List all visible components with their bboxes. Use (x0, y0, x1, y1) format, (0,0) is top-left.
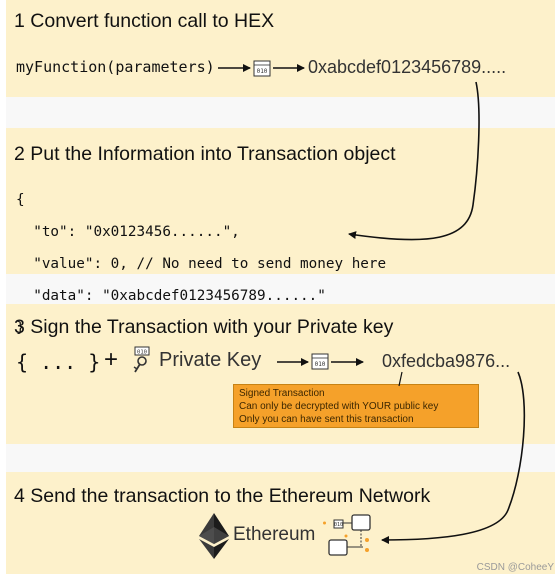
ethereum-logo-icon (199, 513, 229, 559)
note-line: Signed Transaction (239, 388, 325, 399)
code-line: "value": 0, // No need to send money her… (16, 256, 387, 272)
code-line: } (16, 320, 25, 336)
svg-text:010: 010 (334, 522, 343, 528)
divider (6, 274, 555, 304)
ethereum-label: Ethereum (233, 524, 316, 545)
code-line: { (16, 192, 25, 208)
step-4-panel (6, 472, 555, 574)
divider (6, 97, 555, 128)
step-1-panel (6, 0, 555, 97)
step-2-panel (6, 128, 555, 274)
hex-encoder-icon: 010 (253, 60, 271, 77)
note-pointer (398, 371, 403, 387)
plus-sign: + (104, 346, 119, 373)
svg-text:010: 010 (137, 350, 147, 356)
private-key-label: Private Key (159, 349, 262, 371)
step-4-heading: 4 Send the transaction to the Ethereum N… (14, 485, 431, 507)
connector-arrow (381, 371, 526, 544)
signed-transaction-note: Signed Transaction Can only be decrypted… (233, 384, 479, 428)
code-line: "data": "0xabcdef0123456789......" (16, 288, 326, 304)
watermark: CSDN @CoheeY (476, 562, 554, 573)
note-line: Only you can have sent this transaction (239, 414, 414, 425)
step-1-heading: 1 Convert function call to HEX (14, 10, 275, 32)
connector-arrow (348, 81, 480, 241)
svg-text:010: 010 (315, 361, 326, 368)
signed-output-text: 0xfedcba9876... (382, 351, 511, 371)
network-nodes-icon: 010 (323, 514, 371, 556)
object-placeholder: { ... } (16, 350, 101, 374)
hex-output-text: 0xabcdef0123456789..... (308, 57, 507, 77)
svg-text:010: 010 (257, 68, 268, 75)
transaction-object-code: { "to": "0x0123456......", "value": 0, /… (16, 176, 386, 352)
function-call-text: myFunction(parameters) (16, 58, 215, 76)
divider (6, 444, 555, 472)
note-line: Can only be decrypted with YOUR public k… (239, 401, 439, 412)
key-icon: 010 (133, 346, 150, 373)
hex-encoder-icon: 010 (311, 353, 329, 370)
code-line: "to": "0x0123456......", (16, 224, 240, 240)
step-2-heading: 2 Put the Information into Transaction o… (14, 143, 396, 165)
step-3-heading: 3 Sign the Transaction with your Private… (14, 316, 394, 338)
